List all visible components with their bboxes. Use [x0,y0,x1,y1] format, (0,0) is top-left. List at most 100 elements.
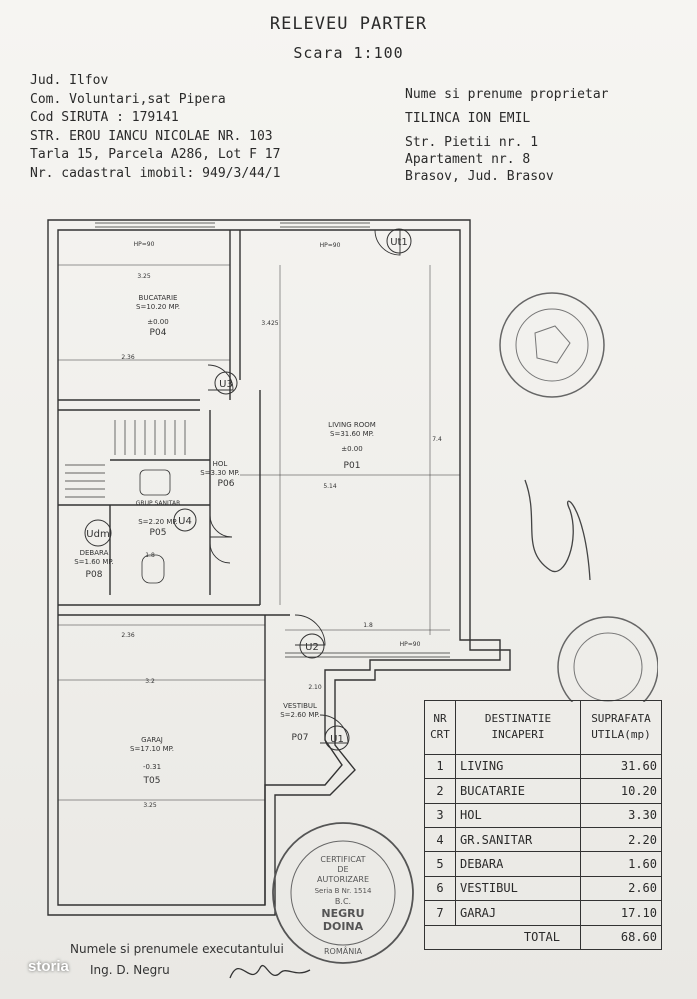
stairs [65,420,186,498]
location-com: Com. Voluntari,sat Pipera [30,91,226,107]
owner-city: Brasov, Jud. Brasov [405,169,554,184]
row-nr: 5 [424,851,456,877]
header-destinatie: DESTINATIE INCAPERI [455,700,581,755]
door-tag-u1: U1 [330,734,344,745]
document-scale: Scara 1:100 [293,44,404,62]
door-u4-icon [209,514,233,538]
room-hol-name: HOL [213,460,228,468]
row-nr: 6 [424,875,456,902]
door-ut1-icon [374,229,401,256]
location-street: STR. EROU IANCU NICOLAE NR. 103 [30,128,273,144]
header-crt: CRT [430,728,450,742]
dimension-lines [58,264,460,801]
row-name: GR.SANITAR [455,826,581,853]
rooms-table-container: NR CRT DESTINATIE INCAPERI SUPRAFATA UTI… [424,700,662,951]
windows [95,222,450,658]
stamp-line-5: B.C. [335,897,351,906]
room-garaj-area: S=17.10 MP. [130,745,174,753]
door-u5-icon [209,542,231,564]
room-hol-area: S=3.30 MP. [200,469,240,477]
row-name: LIVING [455,753,581,780]
row-name: BUCATARIE [455,778,581,804]
dim-hp-3: HP=90 [400,641,421,648]
location-cod-siruta: Cod SIRUTA : 179141 [30,110,179,125]
owner-block: Nume si prenume proprietar TILINCA ION E… [405,86,609,185]
table-row: 4 GR.SANITAR 2.20 [424,826,662,853]
header-sup-1: SUPRAFATA [591,712,651,726]
authorization-stamp: CERTIFICAT DE AUTORIZARE Seria B Nr. 151… [272,822,414,964]
row-nr: 4 [424,826,456,853]
total-label: TOTAL [424,924,581,951]
row-name: GARAJ [455,900,581,926]
room-labels: BUCATARIE S=10.20 MP. ±0.00 P04 LIVING R… [74,294,376,786]
room-bucatarie-name: BUCATARIE [139,294,178,302]
room-debara-code: P08 [86,570,103,580]
dim-11: 2.10 [308,684,322,691]
dim-7: 7.4 [432,436,442,443]
row-name: VESTIBUL [455,875,581,902]
room-debara-area: S=1.60 MP. [74,558,114,566]
row-nr: 1 [424,753,456,780]
row-value: 2.60 [580,875,662,902]
dim-1: 3.25 [137,273,151,280]
dim-6: 3.25 [143,802,157,809]
total-value: 68.60 [580,924,662,951]
row-nr: 7 [424,900,456,926]
owner-name: TILINCA ION EMIL [405,111,531,126]
row-nr: 3 [424,802,456,828]
location-block: Jud. Ilfov Com. Voluntari,sat Pipera Cod… [30,72,280,183]
storia-logo[interactable]: storia [28,958,69,975]
executant-signature [229,965,311,979]
location-nr-cadastral: Nr. cadastral imobil: 949/3/44/1 [30,165,281,181]
dimension-labels: HP=90 HP=90 HP=90 3.25 2.36 5.14 2.36 3.… [121,241,442,809]
table-row: 7 GARAJ 17.10 [424,900,662,926]
cadastral-stamp-lower [557,616,658,702]
row-name: HOL [455,802,581,828]
room-debara-name: DEBARA [80,549,109,557]
room-bucatarie-code: P04 [150,328,167,338]
door-tag-u3: U3 [219,379,233,390]
room-living-code: P01 [344,461,361,471]
header-nr-crt: NR CRT [424,700,456,755]
row-nr: 2 [424,778,456,804]
room-grup-code: P05 [150,528,167,538]
stamp-line-1: CERTIFICAT [320,855,365,864]
stamp-bottom: ROMÂNIA [324,945,363,956]
room-living-name: LIVING ROOM [328,421,376,429]
header-nr: NR [433,712,447,726]
door-tag-u2: U2 [305,642,319,653]
dim-2: 2.36 [121,354,135,361]
door-tags: Ut1 U3 U4 Udm U2 U1 [84,228,412,751]
room-vestibul-name: VESTIBUL [283,702,317,710]
door-tag-u4: U4 [178,516,192,527]
room-garaj-name: GARAJ [141,736,163,744]
location-tarla: Tarla 15, Parcela A286, Lot F 17 [30,147,281,162]
table-row: 3 HOL 3.30 [424,802,662,828]
room-living-area: S=31.60 MP. [330,430,374,438]
row-value: 2.20 [580,826,662,853]
stamp-line-4: Seria B Nr. 1514 [315,887,372,895]
dim-10: 1.8 [145,552,155,559]
room-grup-area: S=2.20 MP. [138,518,178,526]
owner-apartment: Apartament nr. 8 [405,152,531,167]
dim-5: 3.2 [145,678,155,685]
table-row: 2 BUCATARIE 10.20 [424,778,662,804]
dim-3: 5.14 [323,483,337,490]
header-sup-2: UTILA(mp) [591,728,651,742]
location-jud: Jud. Ilfov [30,73,109,88]
room-bucatarie-level: ±0.00 [147,318,168,326]
door-u3-icon [207,364,234,391]
table-total-row: TOTAL 68.60 [424,924,662,951]
executant-name: Ing. D. Negru [90,963,170,977]
row-value: 31.60 [580,753,662,780]
dim-hp-2: HP=90 [320,242,341,249]
room-vestibul-area: S=2.60 MP. [280,711,320,719]
document-title: RELEVEU PARTER [269,14,428,34]
dim-8: 3.425 [261,320,278,327]
door-u2-icon [294,614,326,646]
room-grup-name: GRUP SANITAR [136,500,181,507]
room-living-level: ±0.00 [341,445,362,453]
bathtub-icon [139,469,171,496]
row-value: 3.30 [580,802,662,828]
